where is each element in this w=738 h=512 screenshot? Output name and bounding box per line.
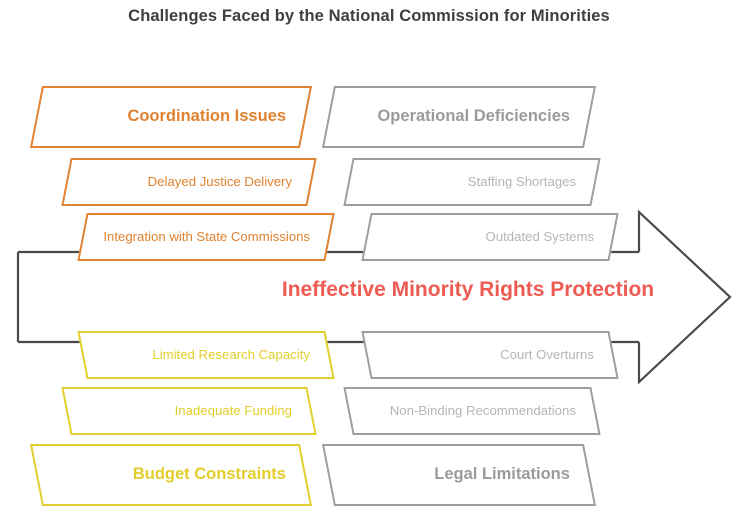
cause-label: Court Overturns (500, 347, 594, 363)
cause-label: Outdated Systems (485, 229, 595, 245)
cause-box-inadequate-funding[interactable]: Inadequate Funding (61, 387, 317, 435)
cause-label: Integration with State Commissions (103, 229, 311, 245)
cause-label: Legal Limitations (434, 465, 570, 484)
arrow-head-icon (637, 209, 732, 385)
cause-box-delayed-justice-delivery[interactable]: Delayed Justice Delivery (61, 158, 317, 206)
cause-label: Delayed Justice Delivery (147, 174, 293, 190)
cause-box-legal-limitations[interactable]: Legal Limitations (321, 444, 597, 506)
cause-label: Coordination Issues (127, 107, 286, 126)
cause-label: Operational Deficiencies (377, 107, 570, 126)
cause-label: Limited Research Capacity (152, 347, 310, 363)
cause-box-operational-deficiencies[interactable]: Operational Deficiencies (321, 86, 597, 148)
effect-label: Ineffective Minority Rights Protection (281, 278, 655, 301)
cause-label: Non-Binding Recommendations (389, 403, 576, 419)
page-title: Challenges Faced by the National Commiss… (128, 7, 610, 25)
cause-label: Staffing Shortages (467, 174, 577, 190)
cause-box-coordination-issues[interactable]: Coordination Issues (29, 86, 313, 148)
cause-box-non-binding-recommendations[interactable]: Non-Binding Recommendations (343, 387, 601, 435)
cause-label: Budget Constraints (132, 465, 286, 484)
cause-box-staffing-shortages[interactable]: Staffing Shortages (343, 158, 601, 206)
cause-label: Inadequate Funding (174, 403, 292, 419)
cause-box-integration-with-state-commissions[interactable]: Integration with State Commissions (77, 213, 335, 261)
cause-box-outdated-systems[interactable]: Outdated Systems (361, 213, 619, 261)
cause-box-budget-constraints[interactable]: Budget Constraints (29, 444, 313, 506)
cause-box-limited-research-capacity[interactable]: Limited Research Capacity (77, 331, 335, 379)
cause-box-court-overturns[interactable]: Court Overturns (361, 331, 619, 379)
